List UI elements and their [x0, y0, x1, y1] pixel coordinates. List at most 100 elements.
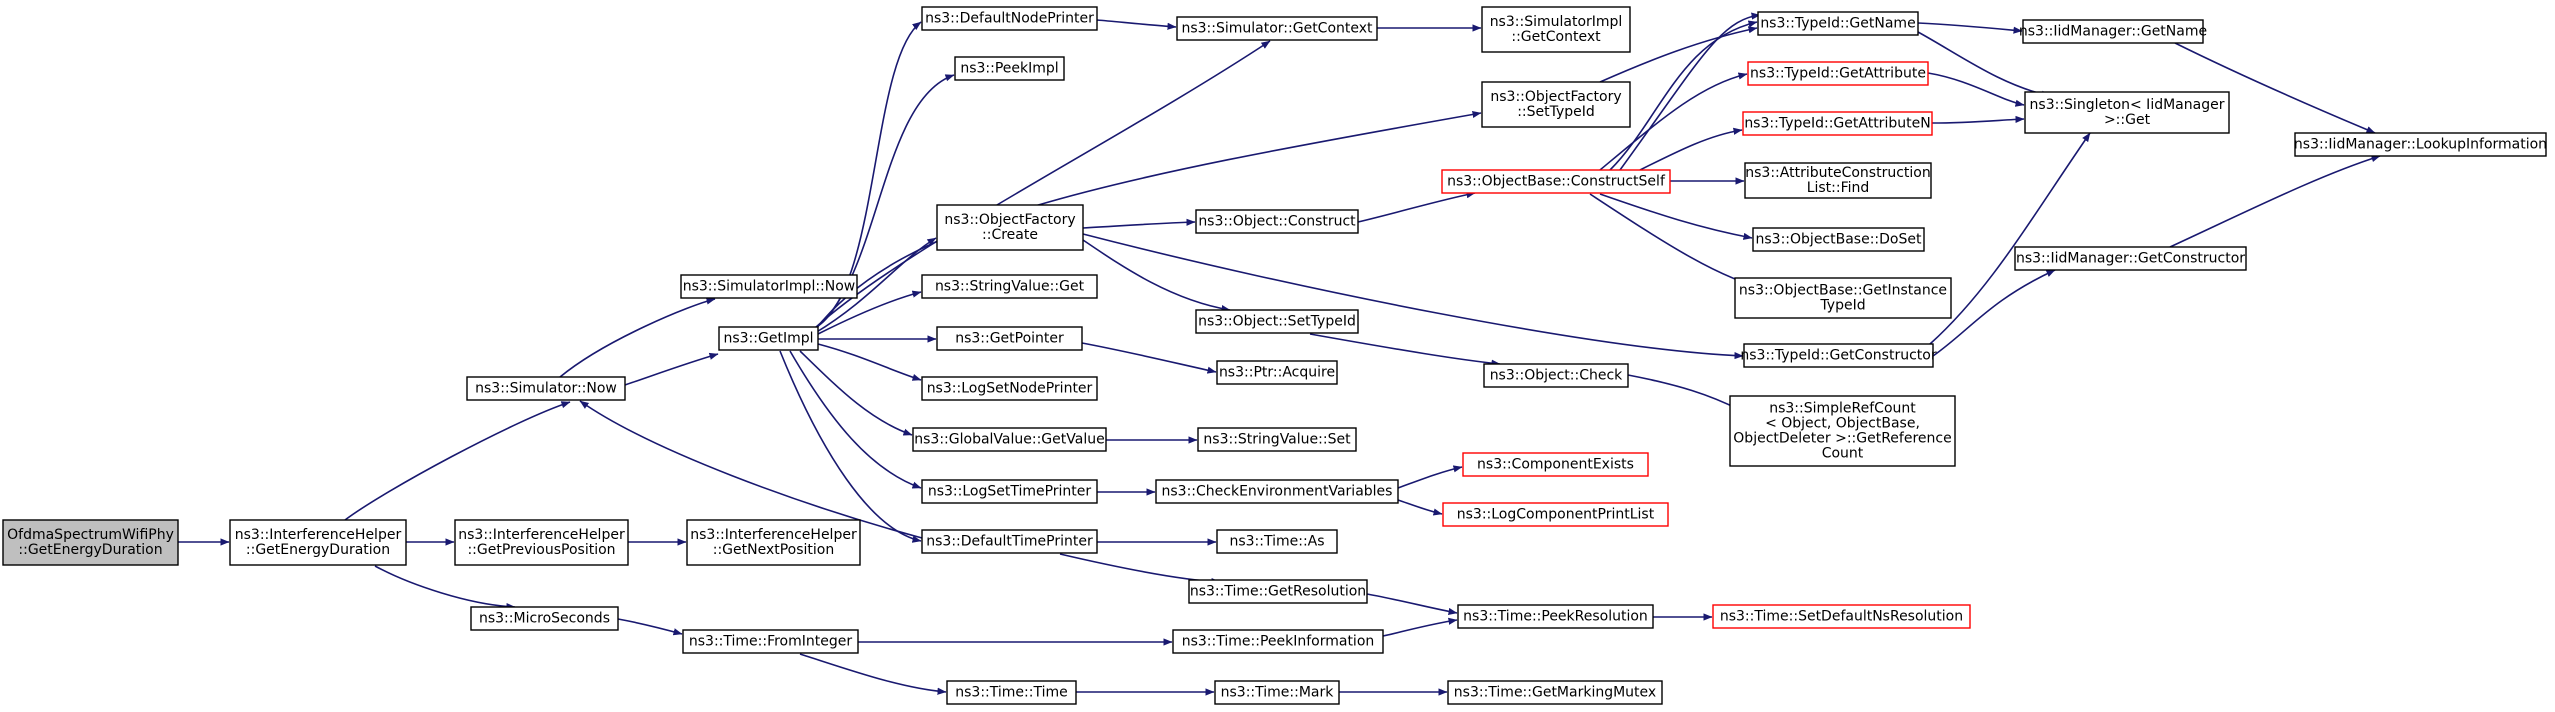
- node-label: >::Get: [2104, 112, 2151, 128]
- node-label: ns3::TypeId::GetName: [1760, 16, 1915, 32]
- node-iid-manager-get-constructor[interactable]: ns3::IidManager::GetConstructor: [2014, 246, 2247, 271]
- node-box: [1481, 81, 1631, 128]
- node-box: [1757, 11, 1919, 36]
- node-label: ns3::Time::FromInteger: [689, 634, 852, 650]
- node-simulatorimpl-get-context[interactable]: ns3::SimulatorImpl::GetContext: [1481, 6, 1631, 53]
- node-box: [1195, 209, 1359, 234]
- node-time-as[interactable]: ns3::Time::As: [1216, 529, 1338, 554]
- node-time-peek-resolution[interactable]: ns3::Time::PeekResolution: [1457, 604, 1654, 629]
- node-label: ns3::AttributeConstruction: [1745, 165, 1930, 181]
- node-box: [1462, 452, 1649, 477]
- node-label: ns3::ObjectBase::DoSet: [1756, 232, 1922, 248]
- node-get-pointer[interactable]: ns3::GetPointer: [936, 326, 1083, 351]
- edge-get-impl-to-object-factory-set-type-id: [814, 110, 1482, 331]
- node-iid-manager-get-name[interactable]: ns3::IidManager::GetName: [2019, 19, 2207, 44]
- node-box: [680, 274, 858, 299]
- node-object-factory-create[interactable]: ns3::ObjectFactory::Create: [936, 204, 1084, 251]
- node-check-environment-variables[interactable]: ns3::CheckEnvironmentVariables: [1155, 479, 1399, 504]
- node-microseconds[interactable]: ns3::MicroSeconds: [470, 606, 619, 631]
- node-object-factory-set-type-id[interactable]: ns3::ObjectFactory::SetTypeId: [1481, 81, 1631, 128]
- node-time-set-default-ns-resolution[interactable]: ns3::Time::SetDefaultNsResolution: [1712, 604, 1971, 629]
- node-ih-get-previous-position[interactable]: ns3::InterferenceHelper::GetPreviousPosi…: [454, 519, 629, 566]
- node-label: ns3::SimpleRefCount: [1769, 401, 1916, 417]
- node-type-id-get-name[interactable]: ns3::TypeId::GetName: [1757, 11, 1919, 36]
- node-box: [946, 680, 1077, 705]
- node-object-check[interactable]: ns3::Object::Check: [1483, 363, 1629, 388]
- edge-time-from-integer-to-time-time: [799, 653, 947, 695]
- node-label: ns3::GlobalValue::GetValue: [914, 432, 1104, 448]
- node-label: ::GetNextPosition: [713, 542, 835, 558]
- node-box: [1188, 579, 1368, 604]
- node-label: ns3::LogSetTimePrinter: [928, 484, 1092, 500]
- node-label: ns3::TypeId::GetConstructor: [1740, 348, 1936, 364]
- node-label: ::GetEnergyDuration: [246, 542, 390, 558]
- node-time-get-marking-mutex[interactable]: ns3::Time::GetMarkingMutex: [1447, 680, 1663, 705]
- node-peek-impl[interactable]: ns3::PeekImpl: [954, 56, 1065, 81]
- node-box: [1712, 604, 1971, 629]
- node-ptr-acquire[interactable]: ns3::Ptr::Acquire: [1216, 360, 1338, 385]
- node-log-set-time-printer[interactable]: ns3::LogSetTimePrinter: [921, 479, 1098, 504]
- node-string-value-get[interactable]: ns3::StringValue::Get: [921, 274, 1098, 299]
- edge-get-impl-to-default-time-printer: [779, 350, 922, 543]
- node-label: ns3::TypeId::GetAttributeN: [1744, 116, 1930, 132]
- node-time-from-integer[interactable]: ns3::Time::FromInteger: [682, 629, 859, 654]
- edge-get-impl-to-global-value-get-value: [799, 350, 913, 436]
- node-box: [2, 519, 179, 566]
- node-default-node-printer[interactable]: ns3::DefaultNodePrinter: [921, 6, 1098, 31]
- node-object-base-construct-self[interactable]: ns3::ObjectBase::ConstructSelf: [1441, 169, 1671, 194]
- edge-get-impl-to-log-set-node-printer: [817, 343, 922, 381]
- node-time-peek-information[interactable]: ns3::Time::PeekInformation: [1172, 629, 1384, 654]
- node-time-mark[interactable]: ns3::Time::Mark: [1214, 680, 1340, 705]
- node-label: OfdmaSpectrumWifiPhy: [7, 527, 174, 543]
- node-object-construct[interactable]: ns3::Object::Construct: [1195, 209, 1359, 234]
- node-get-impl[interactable]: ns3::GetImpl: [718, 326, 819, 351]
- edge-get-impl-to-object-factory-create: [814, 237, 937, 334]
- node-time-time[interactable]: ns3::Time::Time: [946, 680, 1077, 705]
- node-default-time-printer[interactable]: ns3::DefaultTimePrinter: [921, 529, 1098, 554]
- node-log-component-print-list[interactable]: ns3::LogComponentPrintList: [1442, 502, 1669, 527]
- node-label: ns3::GetImpl: [723, 331, 813, 347]
- node-ih-get-energy-duration[interactable]: ns3::InterferenceHelper::GetEnergyDurati…: [229, 519, 407, 566]
- node-box: [229, 519, 407, 566]
- node-type-id-get-attribute[interactable]: ns3::TypeId::GetAttribute: [1747, 61, 1929, 86]
- node-box: [921, 376, 1098, 401]
- node-box: [1481, 6, 1631, 53]
- edge-default-time-printer-to-simulator-now: [579, 400, 923, 539]
- node-log-set-node-printer[interactable]: ns3::LogSetNodePrinter: [921, 376, 1098, 401]
- node-box: [2014, 246, 2247, 271]
- node-box: [718, 326, 819, 351]
- node-time-get-resolution[interactable]: ns3::Time::GetResolution: [1188, 579, 1368, 604]
- edge-get-pointer-to-ptr-acquire: [1081, 342, 1217, 374]
- edge-time-peek-information-to-time-peek-resolution: [1382, 617, 1458, 637]
- node-box: [954, 56, 1065, 81]
- node-string-value-set[interactable]: ns3::StringValue::Set: [1197, 427, 1357, 452]
- node-box: [2024, 91, 2230, 134]
- node-component-exists[interactable]: ns3::ComponentExists: [1462, 452, 1649, 477]
- node-simulator-get-context[interactable]: ns3::Simulator::GetContext: [1176, 16, 1378, 41]
- node-singleton-iid-manager-get[interactable]: ns3::Singleton< IidManager>::Get: [2024, 91, 2230, 134]
- edge-ih-get-energy-duration-to-microseconds: [374, 565, 516, 611]
- node-iid-manager-lookup-information[interactable]: ns3::IidManager::LookupInformation: [2294, 132, 2547, 157]
- edge-object-factory-create-to-type-id-get-constructor: [1082, 233, 1744, 360]
- node-label: ::GetPreviousPosition: [467, 542, 615, 558]
- node-ih-get-next-position[interactable]: ns3::InterferenceHelper::GetNextPosition: [686, 519, 861, 566]
- node-simple-ref-count-get-reference-count[interactable]: ns3::SimpleRefCount< Object, ObjectBase,…: [1729, 395, 1956, 467]
- node-box: [682, 629, 859, 654]
- node-simulatorimpl-now[interactable]: ns3::SimulatorImpl::Now: [680, 274, 858, 299]
- node-simulator-now[interactable]: ns3::Simulator::Now: [466, 376, 626, 401]
- node-label: ::GetContext: [1511, 29, 1601, 45]
- edge-microseconds-to-time-from-integer: [617, 618, 683, 636]
- edge-check-environment-variables-to-log-component-print-list: [1397, 499, 1443, 516]
- node-object-set-type-id[interactable]: ns3::Object::SetTypeId: [1195, 309, 1359, 334]
- node-label: ns3::InterferenceHelper: [458, 527, 625, 543]
- node-global-value-get-value[interactable]: ns3::GlobalValue::GetValue: [912, 427, 1107, 452]
- node-object-base-do-set[interactable]: ns3::ObjectBase::DoSet: [1752, 227, 1925, 252]
- node-label: Count: [1822, 446, 1864, 462]
- node-label: ns3::ComponentExists: [1477, 457, 1634, 473]
- node-box: [1447, 680, 1663, 705]
- node-type-id-get-constructor[interactable]: ns3::TypeId::GetConstructor: [1740, 343, 1937, 368]
- node-type-id-get-attribute-n[interactable]: ns3::TypeId::GetAttributeN: [1742, 111, 1933, 136]
- edge-default-node-printer-to-simulator-get-context: [1096, 19, 1177, 30]
